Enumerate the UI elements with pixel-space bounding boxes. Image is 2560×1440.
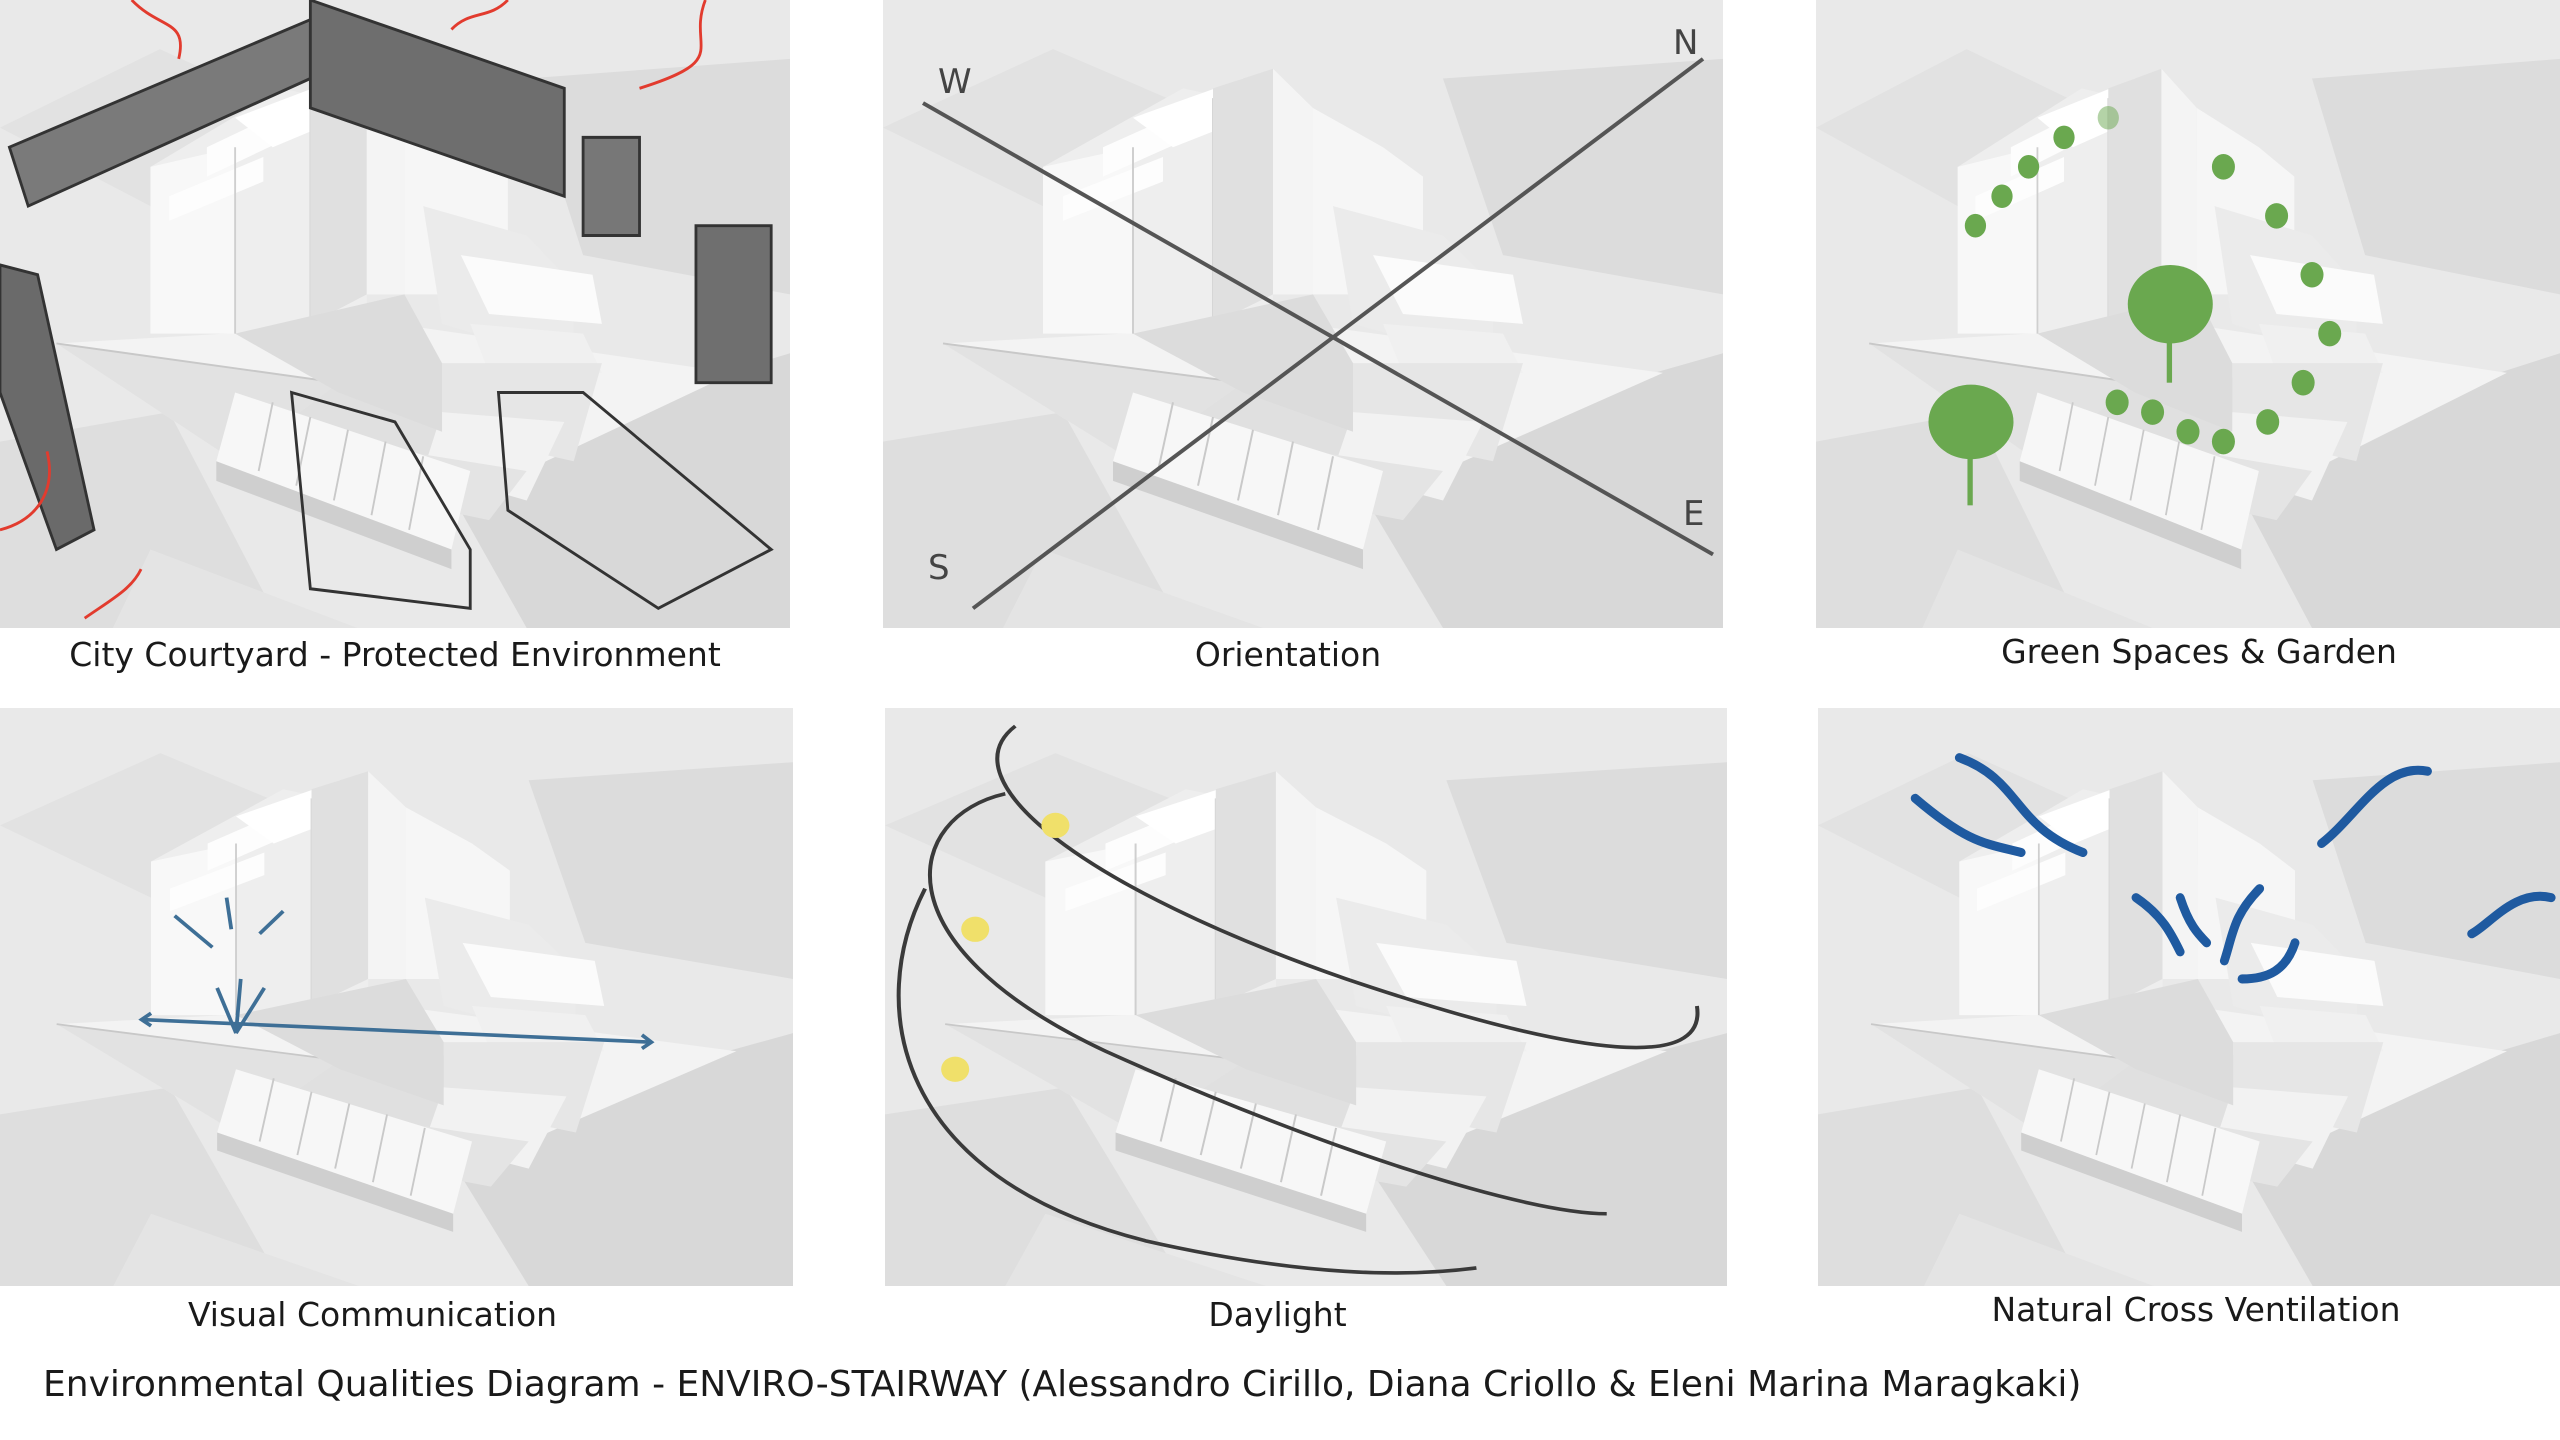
compass-south: S bbox=[928, 548, 950, 587]
wind-arrow bbox=[450, 0, 509, 31]
wind-arrow bbox=[83, 568, 143, 620]
view-arrow bbox=[138, 897, 655, 1050]
caption-orientation: Orientation bbox=[1194, 635, 1382, 674]
air-flow-arrow bbox=[1910, 753, 2556, 984]
figure-caption: Environmental Qualities Diagram - ENVIRO… bbox=[43, 1364, 2082, 1405]
wind-arrow bbox=[0, 451, 51, 532]
tree-icon bbox=[1928, 384, 2014, 506]
compass-west: W bbox=[938, 63, 972, 102]
panel-visual-communication bbox=[0, 708, 793, 1286]
context-wall bbox=[694, 224, 773, 385]
tree-icon bbox=[1964, 105, 2342, 455]
axis-north-south bbox=[971, 57, 1705, 610]
caption-ventilation: Natural Cross Ventilation bbox=[1991, 1290, 2401, 1329]
compass-north: N bbox=[1673, 23, 1698, 62]
panel-daylight bbox=[885, 708, 1727, 1286]
panel-city-courtyard bbox=[0, 0, 790, 628]
panel-orientation: N W E S bbox=[883, 0, 1723, 628]
caption-daylight: Daylight bbox=[1208, 1295, 1347, 1334]
panel-ventilation bbox=[1818, 708, 2560, 1286]
sun-icon bbox=[961, 916, 990, 942]
orientation-diagram: N W E S bbox=[883, 23, 1723, 628]
sun-icon bbox=[941, 1056, 970, 1082]
sun-path bbox=[896, 724, 1700, 1275]
city-courtyard-diagram bbox=[0, 0, 790, 628]
axis-west-east bbox=[921, 101, 1715, 557]
caption-visual-communication: Visual Communication bbox=[187, 1295, 558, 1334]
compass-east: E bbox=[1683, 494, 1704, 533]
wind-arrow bbox=[639, 0, 707, 90]
context-wall bbox=[289, 390, 472, 611]
context-wall bbox=[308, 0, 566, 199]
caption-city-courtyard: City Courtyard - Protected Environment bbox=[69, 635, 721, 674]
tree-icon bbox=[2127, 264, 2213, 383]
context-wall bbox=[496, 391, 774, 611]
wind-arrow bbox=[130, 0, 182, 60]
context-wall bbox=[581, 135, 641, 237]
panel-green-spaces bbox=[1816, 0, 2560, 628]
context-wall bbox=[0, 263, 96, 552]
caption-green-spaces: Green Spaces & Garden bbox=[2001, 632, 2397, 671]
ventilation-diagram bbox=[1818, 752, 2560, 1286]
sun-icon bbox=[1041, 812, 1070, 839]
visual-communication-diagram bbox=[0, 752, 793, 1286]
daylight-diagram bbox=[885, 724, 1727, 1286]
green-spaces-diagram bbox=[1816, 48, 2560, 628]
